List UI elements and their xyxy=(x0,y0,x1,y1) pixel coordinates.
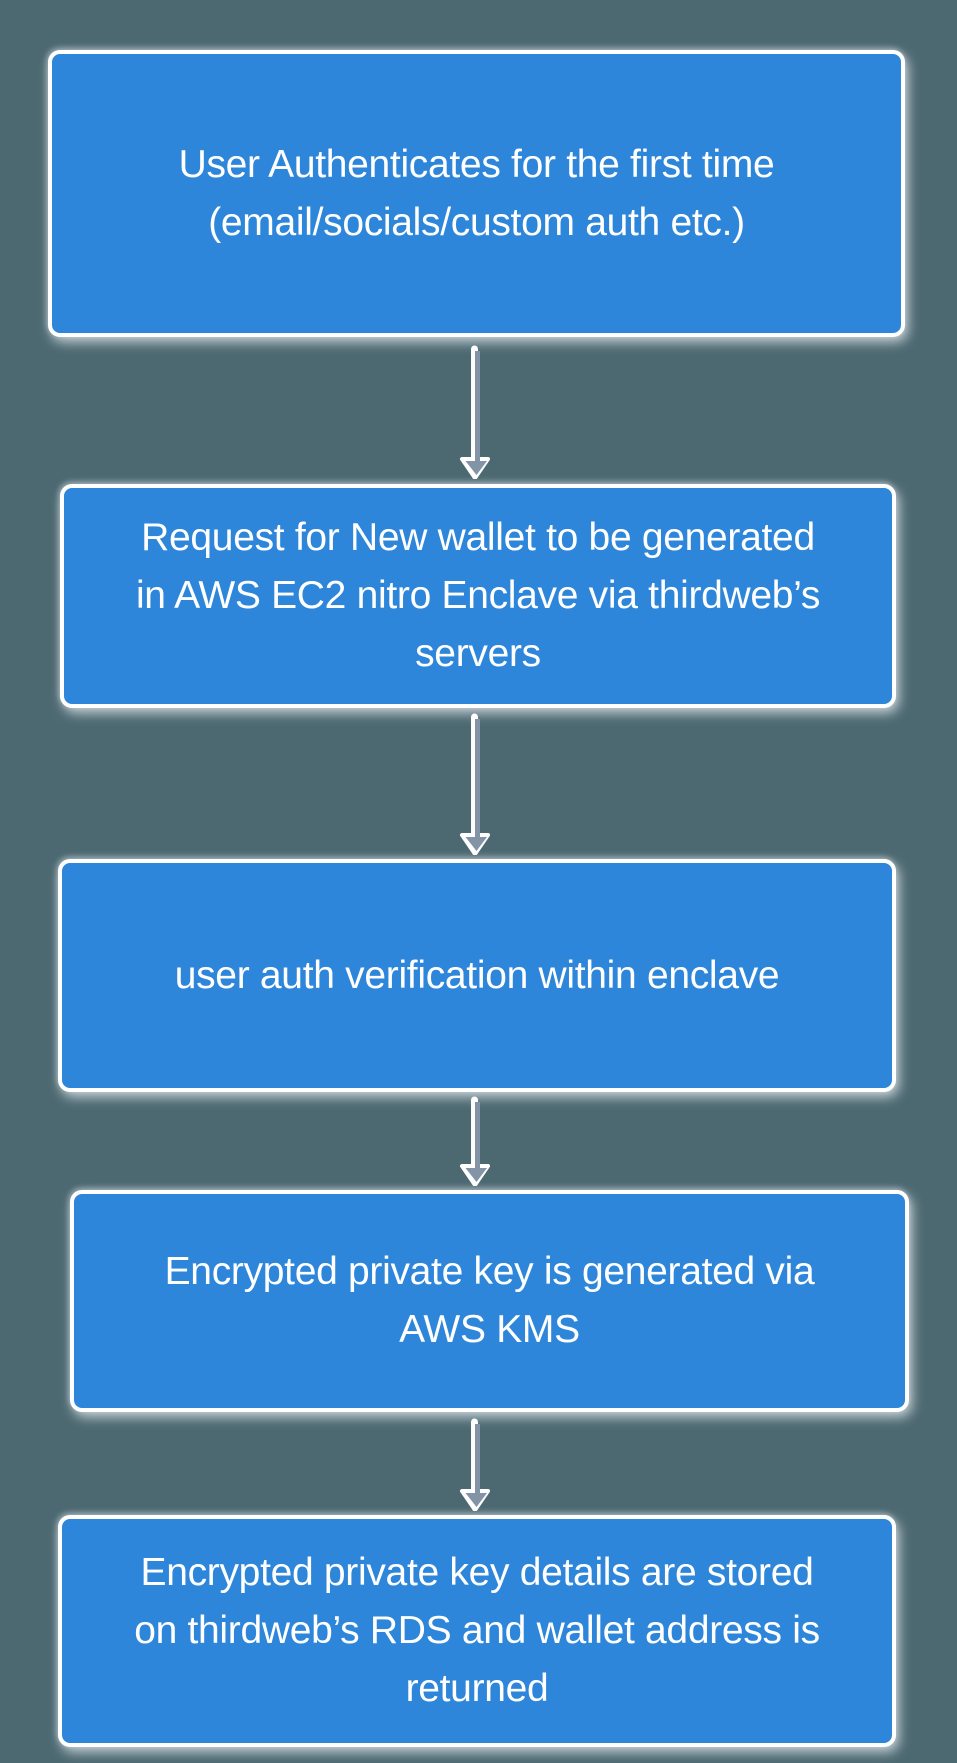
flow-node-verify-auth: user auth verification within enclave xyxy=(58,859,896,1092)
flow-node-store-key: Encrypted private key details are stored… xyxy=(58,1515,896,1747)
node-text-line: Encrypted private key is generated via xyxy=(164,1250,815,1293)
node-text-line: returned xyxy=(405,1667,549,1710)
node-text-line: (email/socials/custom auth etc.) xyxy=(208,200,745,244)
arrowhead xyxy=(465,837,487,851)
node-text-line: User Authenticates for the first time xyxy=(178,142,775,186)
node-text-line: Encrypted private key details are stored xyxy=(140,1551,814,1594)
flow-node-request-wallet: Request for New wallet to be generated i… xyxy=(60,484,896,708)
down-arrow-icon xyxy=(460,713,490,855)
arrowhead xyxy=(465,461,487,475)
node-text-line: user auth verification within enclave xyxy=(174,953,780,997)
down-arrow-icon xyxy=(460,1096,490,1186)
node-text-line: AWS KMS xyxy=(399,1308,580,1351)
node-text-line: on thirdweb’s RDS and wallet address is xyxy=(134,1609,820,1652)
flow-node-authenticate: User Authenticates for the first time (e… xyxy=(48,50,905,337)
arrowhead xyxy=(465,1493,487,1507)
node-text-line: in AWS EC2 nitro Enclave via thirdweb’s xyxy=(135,574,821,617)
down-arrow-icon xyxy=(460,345,490,479)
arrowhead xyxy=(465,1168,487,1182)
node-text-line: servers xyxy=(415,632,541,675)
node-text-line: Request for New wallet to be generated xyxy=(141,516,815,559)
down-arrow-icon xyxy=(460,1418,490,1511)
flow-node-generate-key: Encrypted private key is generated via A… xyxy=(70,1190,909,1412)
